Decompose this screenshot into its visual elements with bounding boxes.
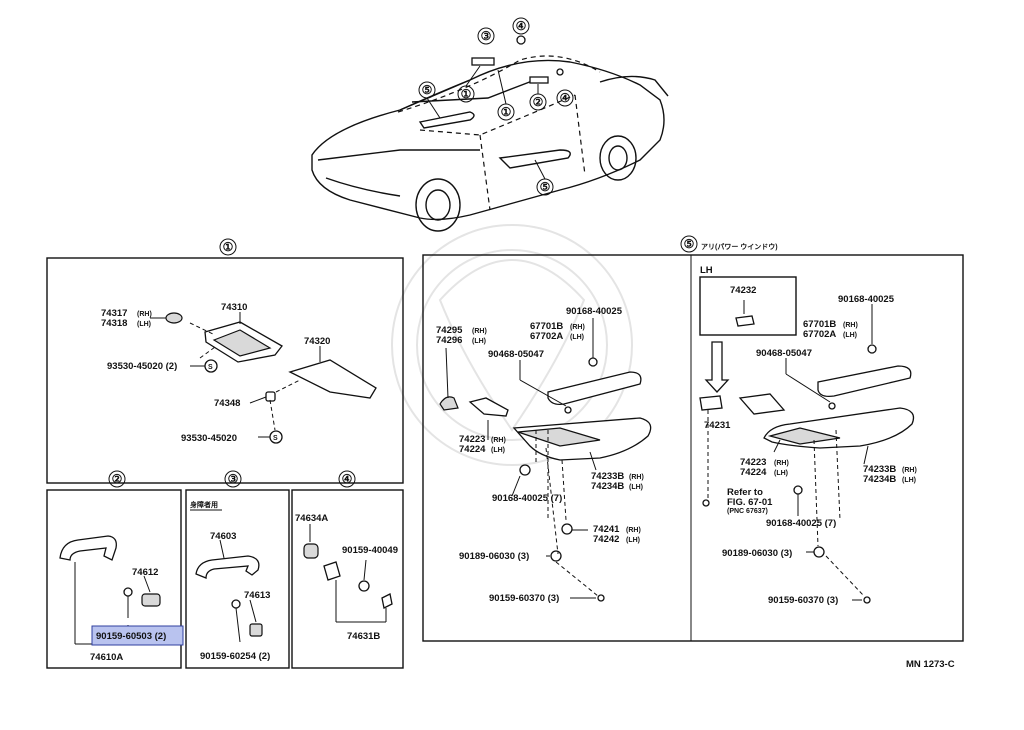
side-74241: (RH) <box>626 527 641 534</box>
car-marker-3: ③ <box>481 29 492 43</box>
side-74234B-left: (LH) <box>629 484 643 491</box>
label-74348: 74348 <box>214 398 240 409</box>
label-74295: 74295 <box>436 325 463 336</box>
side-67702A-right: (LH) <box>843 332 857 339</box>
label-74242: 74242 <box>593 534 619 545</box>
label-74320: 74320 <box>304 336 330 347</box>
label-90159-60254: 90159-60254 (2) <box>200 651 270 662</box>
car-marker-2: ② <box>533 95 544 109</box>
page-code: MN 1273-C <box>906 659 955 670</box>
side-74224-left: (LH) <box>491 447 505 454</box>
car-marker-5-top: ⑤ <box>422 83 433 97</box>
lh-label: LH <box>700 265 713 276</box>
car-marker-1-b: ① <box>501 105 512 119</box>
s-mark-b: S <box>273 435 278 442</box>
panel-5-subtitle: アリ(パワー ウインドウ) <box>701 242 778 251</box>
label-74318: 74318 <box>101 318 127 329</box>
label-74233B-left: 74233B <box>591 471 624 482</box>
label-93530-a: 93530-45020 (2) <box>107 361 177 372</box>
panel-5-left <box>439 318 652 602</box>
label-refer-1: Refer to <box>727 487 763 498</box>
side-67702A-left: (LH) <box>570 334 584 341</box>
label-74224-right: 74224 <box>740 467 767 478</box>
label-74603: 74603 <box>210 531 236 542</box>
side-74233B-right: (RH) <box>902 467 917 474</box>
label-74296: 74296 <box>436 335 462 346</box>
label-90168-40025-a-left: 90168-40025 <box>566 306 623 317</box>
side-67701B-right: (RH) <box>843 322 858 329</box>
label-74310: 74310 <box>221 302 247 313</box>
side-74242: (LH) <box>626 537 640 544</box>
label-90168-40025-b-right: 90168-40025 (7) <box>766 518 836 529</box>
panel-2-title: ② <box>112 472 123 486</box>
panel-3-title: ③ <box>228 472 239 486</box>
panel-4: ④ 74634A 90159-40049 74631B <box>291 470 404 669</box>
label-90159-60370-right: 90159-60370 (3) <box>768 595 838 606</box>
label-90189-06030-left: 90189-06030 (3) <box>459 551 529 562</box>
label-67702A-right: 67702A <box>803 329 836 340</box>
side-67701B-left: (RH) <box>570 324 585 331</box>
label-74612: 74612 <box>132 567 158 578</box>
side-74223-left: (RH) <box>491 437 506 444</box>
side-74224-right: (LH) <box>774 470 788 477</box>
label-74634A: 74634A <box>295 513 328 524</box>
s-mark-a: S <box>208 364 213 371</box>
car-marker-4-right: ④ <box>560 91 571 105</box>
label-90468-05047-right: 90468-05047 <box>756 348 812 359</box>
label-74233B-right: 74233B <box>863 464 896 475</box>
label-90159-40049: 90159-40049 <box>342 545 398 556</box>
side-74234B-right: (LH) <box>902 477 916 484</box>
panel-1: ① 74317 (RH) 74318 (LH) 74310 74320 9353… <box>46 238 404 484</box>
side-74317: (RH) <box>137 311 152 318</box>
panel-1-title: ① <box>223 240 234 254</box>
side-74318: (LH) <box>137 321 151 328</box>
label-93530-b: 93530-45020 <box>181 433 237 444</box>
label-74317: 74317 <box>101 308 127 319</box>
panel-5-title: ⑤ <box>684 237 695 251</box>
label-67701B-left: 67701B <box>530 321 563 332</box>
label-refer-3: (PNC 67637) <box>727 508 768 515</box>
label-90468-05047-left: 90468-05047 <box>488 349 544 360</box>
label-74610A: 74610A <box>90 652 123 663</box>
panel-2: ② 74612 90159-60503 (2) 74610A <box>46 470 184 669</box>
label-90159-60503: 90159-60503 (2) <box>96 631 166 642</box>
label-74224-left: 74224 <box>459 444 486 455</box>
side-74296: (LH) <box>472 338 486 345</box>
label-74232: 74232 <box>730 285 756 296</box>
label-74241: 74241 <box>593 524 620 535</box>
side-74223-right: (RH) <box>774 460 789 467</box>
label-67701B-right: 67701B <box>803 319 836 330</box>
panel-5-right: LH <box>699 265 915 604</box>
side-74295: (RH) <box>472 328 487 335</box>
label-90159-60370-left: 90159-60370 (3) <box>489 593 559 604</box>
side-74233B-left: (RH) <box>629 474 644 481</box>
label-74613: 74613 <box>244 590 270 601</box>
panel-4-title: ④ <box>342 472 353 486</box>
label-67702A-left: 67702A <box>530 331 563 342</box>
label-74234B-left: 74234B <box>591 481 624 492</box>
watermark-emblem <box>391 224 633 466</box>
label-74223-right: 74223 <box>740 457 766 468</box>
car-marker-1-a: ① <box>461 87 472 101</box>
label-refer-2: FIG. 67-01 <box>727 497 773 508</box>
car-illustration: ③ ④ ⑤ ① ① ② ④ ⑤ <box>311 17 669 232</box>
label-90168-40025-a-right: 90168-40025 <box>838 294 895 305</box>
car-marker-4-top: ④ <box>516 19 527 33</box>
label-74234B-right: 74234B <box>863 474 896 485</box>
label-74223-left: 74223 <box>459 434 485 445</box>
label-74631B: 74631B <box>347 631 380 642</box>
label-74231: 74231 <box>704 420 731 431</box>
car-marker-5-bottom: ⑤ <box>540 180 551 194</box>
panel-3-note: 身障者用 <box>189 500 218 509</box>
highlight-90159-60503 <box>91 625 184 646</box>
label-90189-06030-right: 90189-06030 (3) <box>722 548 792 559</box>
panel-5: ⑤ アリ(パワー ウインドウ) <box>422 235 964 642</box>
panel-3: ③ 身障者用 74603 74613 90159-60254 (2) <box>185 470 290 669</box>
label-90168-40025-b-left: 90168-40025 (7) <box>492 493 562 504</box>
